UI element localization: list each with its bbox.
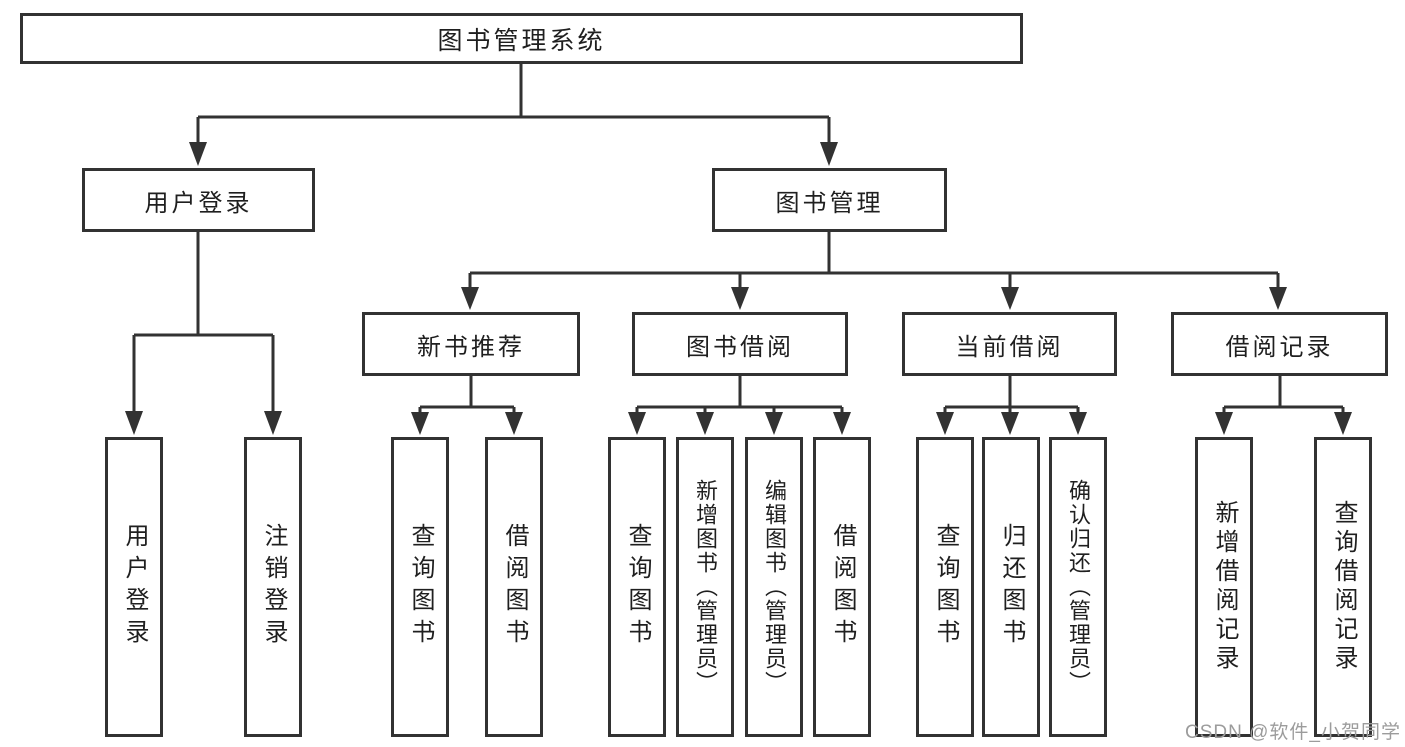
leaf-borrow-books-recommend-label: 借阅图书 bbox=[501, 523, 528, 651]
node-book-management-label: 图书管理 bbox=[775, 189, 884, 217]
node-user-login-label: 用户登录 bbox=[144, 189, 253, 217]
node-borrow-record-label: 借阅记录 bbox=[1225, 333, 1334, 361]
edge-current-borrow-children bbox=[936, 376, 1087, 435]
leaf-query-books-recommend: 查询图书 bbox=[391, 437, 449, 737]
node-user-login: 用户登录 bbox=[82, 168, 315, 232]
leaf-query-books-recommend-label: 查询图书 bbox=[407, 523, 434, 651]
leaf-query-books-current-label: 查询图书 bbox=[932, 523, 959, 651]
node-book-management: 图书管理 bbox=[712, 168, 947, 232]
node-current-borrow: 当前借阅 bbox=[902, 312, 1117, 376]
leaf-confirm-return-admin-label: 确认归还（管理员） bbox=[1066, 479, 1091, 695]
leaf-borrow-books-recommend: 借阅图书 bbox=[485, 437, 543, 737]
leaf-return-books: 归还图书 bbox=[982, 437, 1040, 737]
leaf-query-books-current: 查询图书 bbox=[916, 437, 974, 737]
leaf-user-login-label: 用户登录 bbox=[121, 523, 148, 651]
leaf-confirm-return-admin: 确认归还（管理员） bbox=[1049, 437, 1107, 737]
edge-user-login-children bbox=[125, 232, 282, 435]
leaf-query-books-borrow-label: 查询图书 bbox=[624, 523, 651, 651]
node-root-label: 图书管理系统 bbox=[437, 26, 606, 55]
edge-new-book-recommend-children bbox=[411, 376, 523, 435]
leaf-borrow-books-label: 借阅图书 bbox=[829, 523, 856, 651]
edge-root-to-level2 bbox=[189, 64, 838, 166]
leaf-add-books-admin-label: 新增图书（管理员） bbox=[693, 479, 718, 695]
leaf-borrow-books: 借阅图书 bbox=[813, 437, 871, 737]
leaf-add-borrow-record-label: 新增借阅记录 bbox=[1211, 500, 1238, 674]
node-new-book-recommend: 新书推荐 bbox=[362, 312, 580, 376]
leaf-edit-books-admin-label: 编辑图书（管理员） bbox=[762, 479, 787, 695]
edge-borrow-record-children bbox=[1215, 376, 1352, 435]
node-current-borrow-label: 当前借阅 bbox=[955, 333, 1064, 361]
leaf-return-books-label: 归还图书 bbox=[998, 523, 1025, 651]
leaf-query-borrow-record-label: 查询借阅记录 bbox=[1330, 500, 1357, 674]
leaf-query-borrow-record: 查询借阅记录 bbox=[1314, 437, 1372, 737]
leaf-logout-login-label: 注销登录 bbox=[260, 523, 287, 651]
edge-book-borrow-children bbox=[628, 376, 851, 435]
node-book-borrow: 图书借阅 bbox=[632, 312, 848, 376]
leaf-edit-books-admin: 编辑图书（管理员） bbox=[745, 437, 803, 737]
node-book-borrow-label: 图书借阅 bbox=[686, 333, 794, 361]
csdn-watermark: CSDN @软件_小贺同学 bbox=[1185, 722, 1401, 743]
edge-book-management-to-level3 bbox=[461, 232, 1287, 310]
node-root-system: 图书管理系统 bbox=[20, 13, 1023, 64]
leaf-add-borrow-record: 新增借阅记录 bbox=[1195, 437, 1253, 737]
leaf-logout-login: 注销登录 bbox=[244, 437, 302, 737]
leaf-query-books-borrow: 查询图书 bbox=[608, 437, 666, 737]
leaf-add-books-admin: 新增图书（管理员） bbox=[676, 437, 734, 737]
leaf-user-login: 用户登录 bbox=[105, 437, 163, 737]
node-borrow-record: 借阅记录 bbox=[1171, 312, 1388, 376]
node-new-book-recommend-label: 新书推荐 bbox=[417, 333, 525, 361]
